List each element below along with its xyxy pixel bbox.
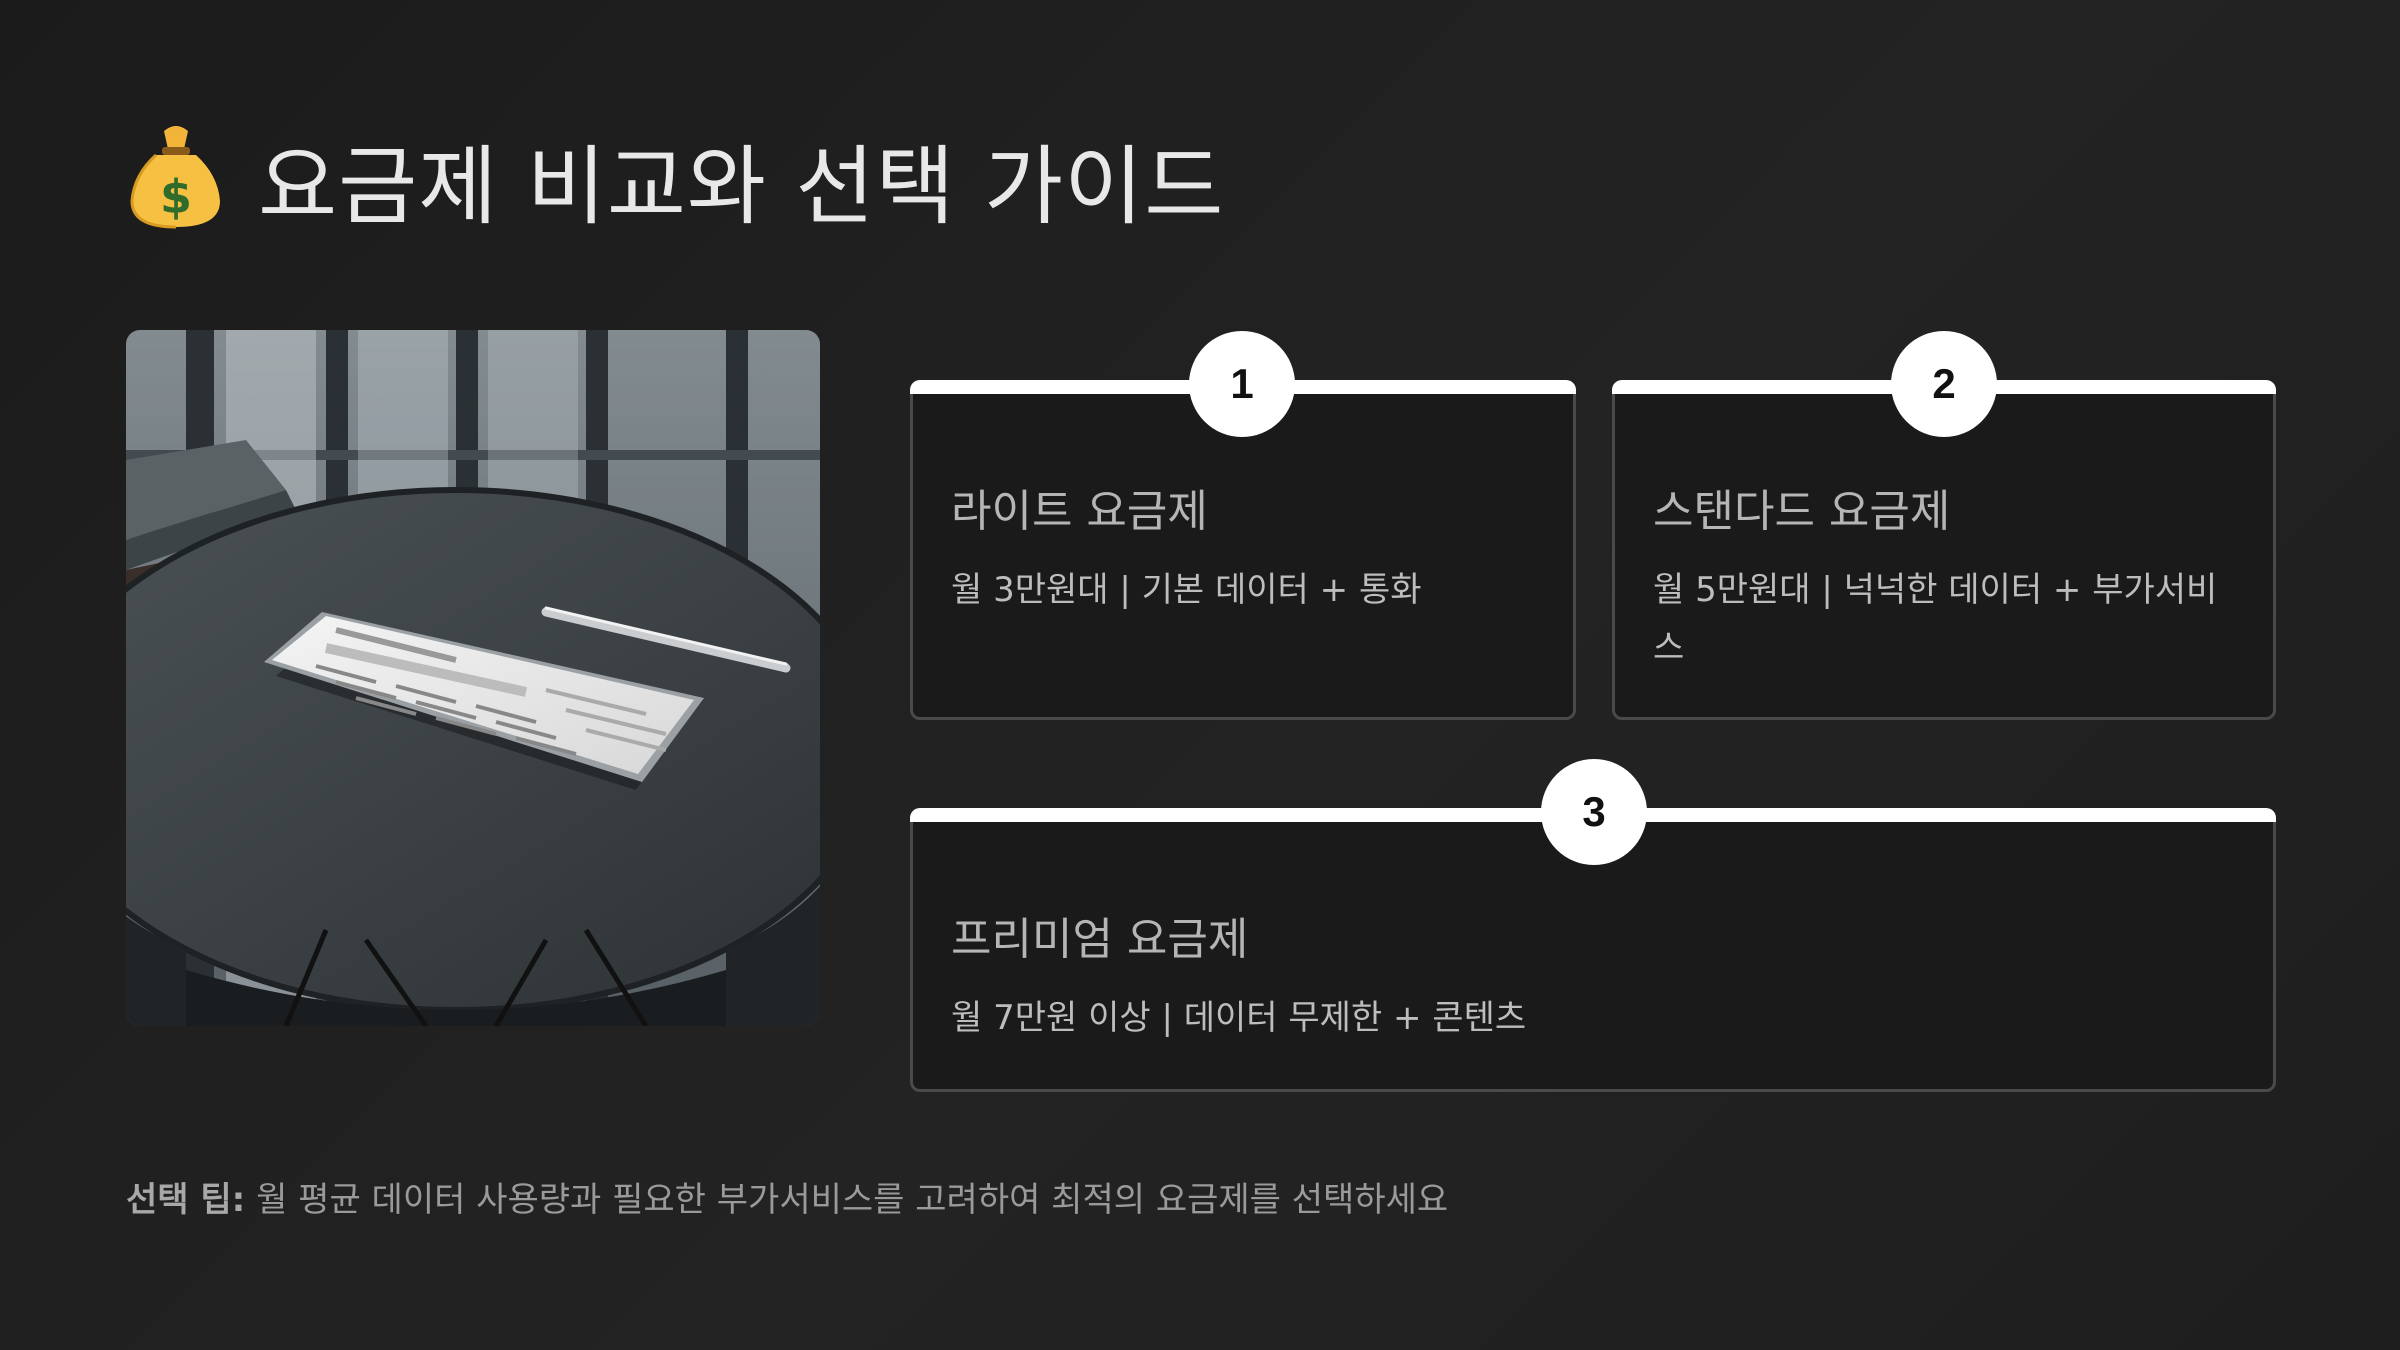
svg-text:$: $	[160, 170, 192, 224]
plan-card-premium: 3 프리미엄 요금제 월 7만원 이상 | 데이터 무제한 + 콘텐츠	[910, 759, 2276, 1092]
plan-number-badge: 2	[1891, 331, 1997, 437]
plan-title: 라이트 요금제	[951, 486, 1208, 537]
plan-description: 월 5만원대 | 넉넉한 데이터 + 부가서비스	[1653, 570, 2218, 668]
selection-tip: 선택 팁: 월 평균 데이터 사용량과 필요한 부가서비스를 고려하여 최적의 …	[126, 1172, 1448, 1221]
money-bag-icon: $	[126, 123, 226, 233]
plan-card-lite: 1 라이트 요금제 월 3만원대 | 기본 데이터 + 통화	[910, 331, 1576, 720]
plan-description: 월 7만원 이상 | 데이터 무제한 + 콘텐츠	[951, 998, 1527, 1038]
plan-number-badge: 1	[1189, 331, 1295, 437]
page-header: $ 요금제 비교와 선택 가이드	[126, 118, 1224, 238]
plan-card-standard: 2 스탠다드 요금제 월 5만원대 | 넉넉한 데이터 + 부가서비스	[1612, 331, 2276, 720]
plan-title: 프리미엄 요금제	[951, 914, 1249, 965]
phone-on-table-photo	[126, 330, 820, 1026]
plan-description: 월 3만원대 | 기본 데이터 + 통화	[951, 570, 1422, 610]
tip-label: 선택 팁:	[126, 1180, 246, 1220]
plan-title: 스탠다드 요금제	[1653, 486, 1951, 537]
page-title: 요금제 비교와 선택 가이드	[258, 136, 1225, 237]
tip-text: 월 평균 데이터 사용량과 필요한 부가서비스를 고려하여 최적의 요금제를 선…	[245, 1180, 1449, 1220]
plan-number-badge: 3	[1541, 759, 1647, 865]
